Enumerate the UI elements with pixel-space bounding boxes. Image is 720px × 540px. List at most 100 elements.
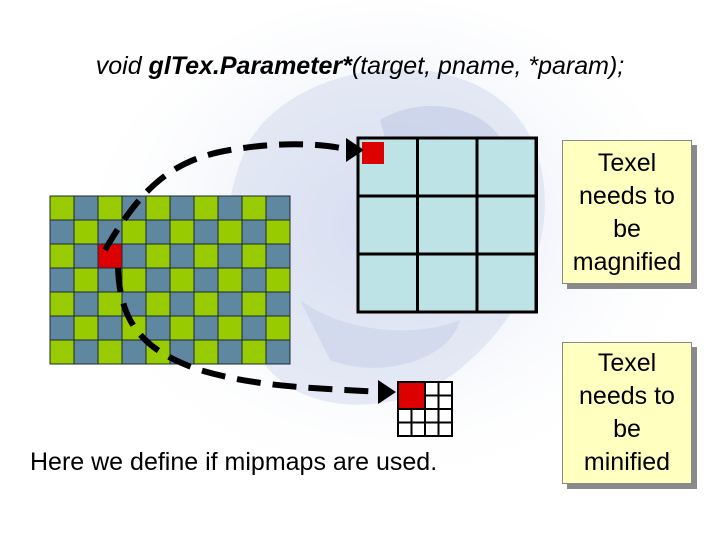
texel-cell [241,219,267,245]
texel-cell [73,315,99,341]
texel-cell [265,219,291,245]
texel-cell [145,195,171,221]
texel-cell [217,291,243,317]
source-texture-grid [49,195,291,365]
texel-cell [193,339,219,365]
note-line: be [613,215,641,243]
texel-cell [265,291,291,317]
texel-cell [217,267,243,293]
magnify-arrow [102,141,351,252]
magnify-arrowhead [346,138,364,162]
minified-cell [437,408,453,424]
minified-cell [424,421,440,437]
texel-cell [217,339,243,365]
minified-cell [437,421,453,437]
texel-cell [241,339,267,365]
note-line: needs to [579,182,675,210]
texel-cell [265,195,291,221]
note-line: magnified [572,248,682,276]
texel-cell [193,267,219,293]
texel-cell [217,243,243,269]
texel-cell [169,243,195,269]
texel-cell [121,267,147,293]
texel-cell [169,291,195,317]
texel-cell [145,267,171,293]
minified-cell [424,381,440,397]
texel-cell [169,315,195,341]
texel-cell [121,243,147,269]
texel-cell [49,195,75,221]
minified-cell [397,408,413,424]
minified-red-texel [397,381,426,410]
texel-cell [217,315,243,341]
texel-cell [73,339,99,365]
minified-cell [424,394,440,410]
texel-cell [49,219,75,245]
minified-cell [397,421,413,437]
texel-cell [97,291,123,317]
texel-cell [193,315,219,341]
return-type: void [95,52,149,80]
texel-cell [241,315,267,341]
texel-cell [49,315,75,341]
texel-cell [265,267,291,293]
texel-cell [121,339,147,365]
texel-cell [169,195,195,221]
texel-cell [73,195,99,221]
note-line: Texel [597,349,657,377]
texel-cell [97,339,123,365]
texel-cell [193,195,219,221]
texel-cell [241,243,267,269]
minified-note: Texel needs to be minified [562,342,692,484]
texel-cell [49,291,75,317]
texel-cell [241,195,267,221]
texel-cell [73,267,99,293]
texel-cell [169,219,195,245]
texel-cell [145,291,171,317]
texel-cell [97,195,123,221]
texel-cell [193,243,219,269]
texel-cell [73,219,99,245]
note-line: Texel [597,149,657,177]
minified-cell [437,381,453,397]
magnified-red-texel [362,142,384,164]
texel-cell [145,243,171,269]
note-line: be [613,415,641,443]
texel-cell [49,243,75,269]
texel-cell [97,315,123,341]
mipmap-caption: Here we define if mipmaps are used. [30,448,438,476]
magnified-background [356,136,538,314]
texel-cell [193,291,219,317]
minified-cell [410,421,426,437]
texel-cell [73,243,99,269]
texel-cell [217,195,243,221]
texel-cell [145,219,171,245]
minified-texture-grid [397,381,453,437]
texel-cell [265,315,291,341]
function-name: glTex.Parameter* [148,52,352,80]
texel-cell [241,291,267,317]
texel-cell [265,339,291,365]
minified-cell [424,408,440,424]
texel-cell [241,267,267,293]
texel-cell [49,339,75,365]
minified-cell [437,394,453,410]
function-signature: void glTex.Parameter*(target, pname, *pa… [0,52,720,81]
note-line: needs to [579,382,675,410]
texel-cell [265,243,291,269]
magnified-note: Texel needs to be magnified [562,140,692,284]
texel-cell [121,219,147,245]
magnified-texture-grid [356,136,538,314]
texel-cell [193,219,219,245]
minified-cell [410,408,426,424]
highlighted-texel [97,243,123,269]
texel-cell [49,267,75,293]
minify-arrowhead [378,380,396,404]
magnified-cell [475,252,538,314]
texel-cell [217,219,243,245]
texel-cell [169,267,195,293]
minify-arrow [115,267,381,395]
texel-cell [145,315,171,341]
texel-cell [73,291,99,317]
